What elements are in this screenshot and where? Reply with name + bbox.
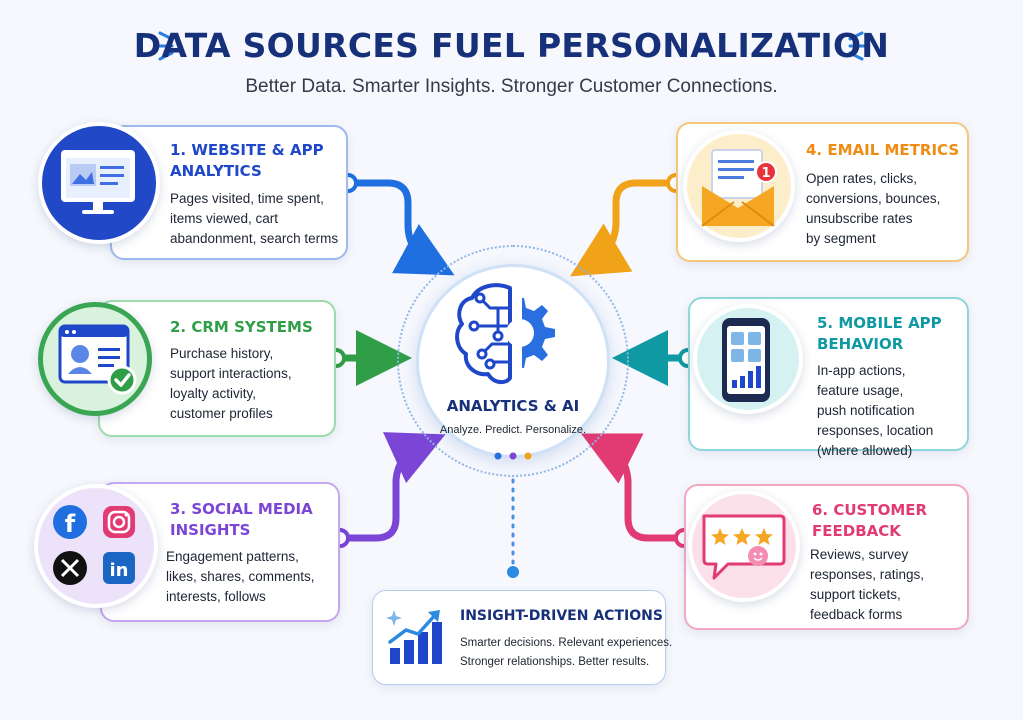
source-title-website: 1. WEBSITE & APP ANALYTICS <box>170 141 324 180</box>
center-hub <box>416 264 610 458</box>
connector-insight <box>507 478 519 578</box>
page-subtitle: Better Data. Smarter Insights. Stronger … <box>245 76 778 97</box>
source-title-crm: 2. CRM SYSTEMS <box>170 318 313 336</box>
smartphone-icon <box>722 318 770 402</box>
email-icon: 1 <box>701 149 777 227</box>
source-title-feedback: 6. CUSTOMER FEEDBACK <box>812 501 928 540</box>
source-body-crm: Purchase history, support interactions, … <box>170 346 292 421</box>
insight-body: Smarter decisions. Relevant experiences.… <box>460 637 673 668</box>
source-title-mobile: 5. MOBILE APP BEHAVIOR <box>817 314 942 353</box>
connector-1 <box>344 179 455 276</box>
source-body-feedback: Reviews, survey responses, ratings, supp… <box>810 547 925 622</box>
notification-badge: 1 <box>761 166 770 181</box>
svg-text:f: f <box>65 510 76 538</box>
page-title: DATA SOURCES FUEL PERSONALIZATION <box>133 26 890 65</box>
svg-text:in: in <box>110 560 129 581</box>
insight-title: INSIGHT-DRIVEN ACTIONS <box>460 608 663 624</box>
social-logos-icon-circle <box>34 484 158 608</box>
monitor-icon-circle <box>38 122 160 244</box>
center-orbit-ring <box>397 245 629 477</box>
pager-dots <box>494 452 532 460</box>
source-body-mobile: In-app actions, feature usage, push noti… <box>817 363 934 458</box>
feedback-icon <box>702 514 786 580</box>
source-body-social: Engagement patterns, likes, shares, comm… <box>166 549 315 604</box>
monitor-icon <box>61 150 135 214</box>
center-title: ANALYTICS & AI <box>446 397 580 415</box>
source-title-social: 3. SOCIAL MEDIA INSIGHTS <box>170 500 313 539</box>
source-body-email: Open rates, clicks, conversions, bounces… <box>806 171 941 246</box>
growth-chart-icon <box>386 610 442 664</box>
connector-6 <box>580 433 688 542</box>
connector-4 <box>569 179 680 277</box>
brain-gear-icon <box>455 283 555 385</box>
social-logos-icon: f in <box>53 505 135 585</box>
right-sparkle-icon <box>848 31 866 61</box>
profile-check-icon <box>58 324 137 395</box>
left-sparkle-icon <box>156 31 174 61</box>
center-subtitle: Analyze. Predict. Personalize. <box>439 424 587 436</box>
source-title-email: 4. EMAIL METRICS <box>806 141 960 159</box>
connector-3 <box>336 432 446 542</box>
source-body-website: Pages visited, time spent, items viewed,… <box>170 191 339 246</box>
